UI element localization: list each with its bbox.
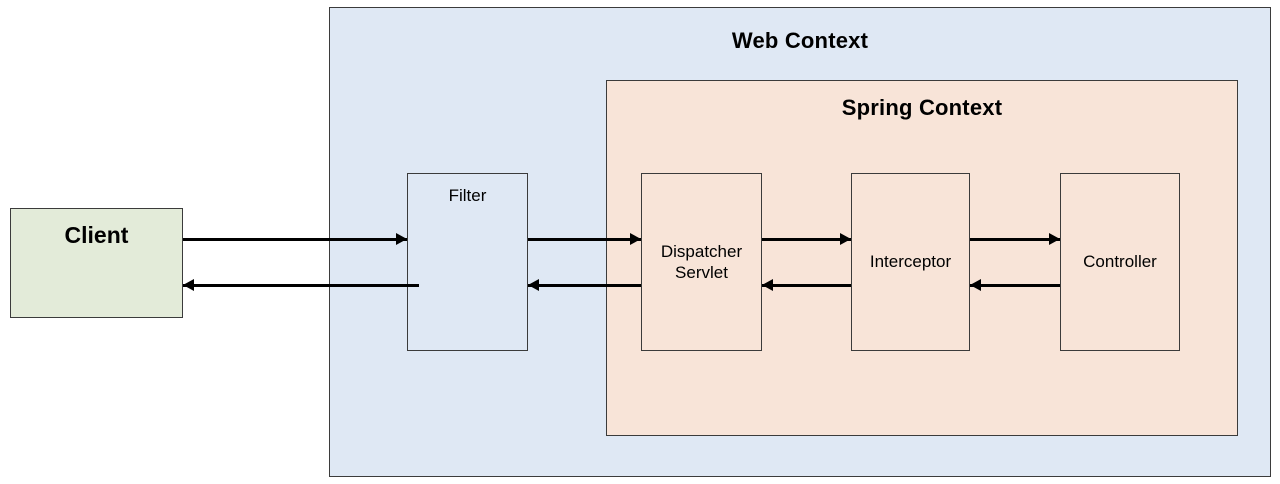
arrowhead-interceptor-to-controller [1049,233,1060,245]
node-interceptor-label: Interceptor [869,252,952,272]
connector-interceptor-to-dispatcher [762,284,851,287]
arrowhead-dispatcher-to-filter [528,279,539,291]
node-interceptor[interactable]: Interceptor [851,173,970,351]
arrowhead-filter-to-client [183,279,194,291]
node-filter-label: Filter [448,186,487,205]
connector-dispatcher-to-filter [528,284,641,287]
connector-dispatcher-to-interceptor [762,238,851,241]
arrowhead-controller-to-interceptor [970,279,981,291]
node-dispatcher-servlet[interactable]: Dispatcher Servlet [641,173,762,351]
connector-interceptor-to-controller [970,238,1060,241]
node-client[interactable]: Client [10,208,183,318]
node-filter[interactable]: Filter [407,173,528,351]
arrowhead-client-to-filter [396,233,407,245]
node-dispatcher-servlet-label: Dispatcher Servlet [660,241,743,282]
connector-client-to-filter [183,238,407,241]
connector-filter-to-client [183,284,419,287]
connector-controller-to-interceptor [970,284,1060,287]
container-web-context-title: Web Context [731,28,869,53]
arrowhead-filter-to-dispatcher [630,233,641,245]
node-controller[interactable]: Controller [1060,173,1180,351]
arrowhead-interceptor-to-dispatcher [762,279,773,291]
container-spring-context-title: Spring Context [841,95,1003,120]
node-client-label: Client [64,222,129,248]
arrowhead-dispatcher-to-interceptor [840,233,851,245]
connector-filter-to-dispatcher [528,238,641,241]
node-controller-label: Controller [1083,252,1157,272]
